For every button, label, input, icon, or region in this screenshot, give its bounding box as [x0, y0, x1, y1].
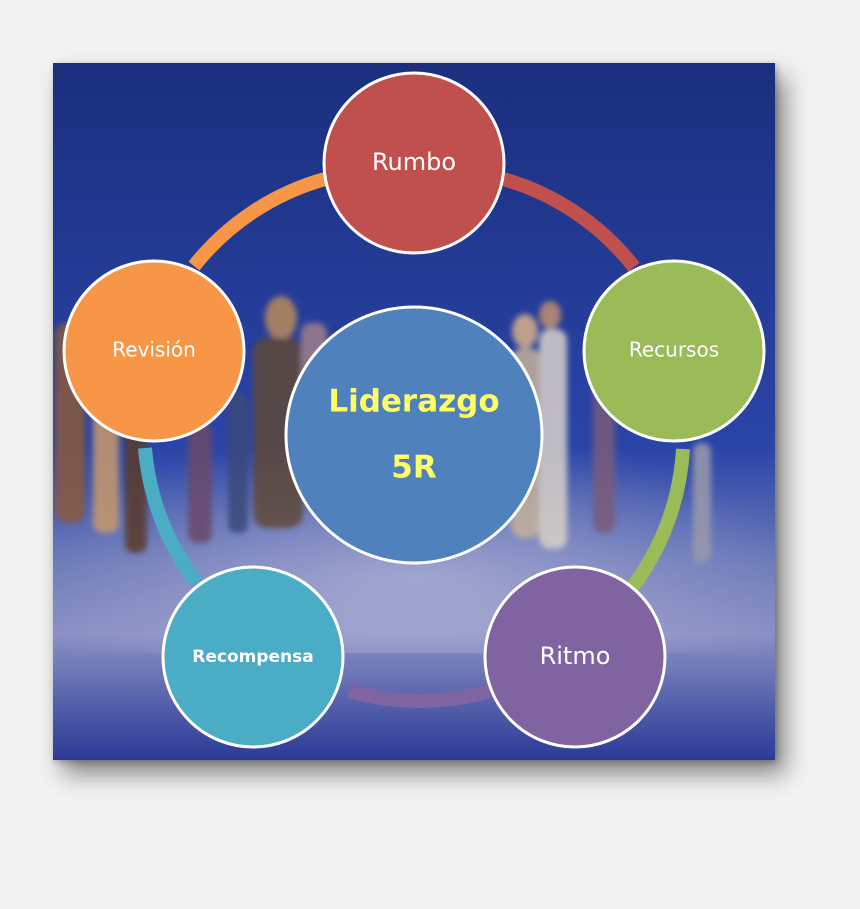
node-rumbo: Rumbo [322, 71, 506, 255]
center-title: Liderazgo [328, 384, 499, 420]
node-revision-label: Revisión [112, 338, 196, 362]
center-node: Liderazgo 5R [284, 305, 544, 565]
cycle-diagram: Liderazgo 5R Rumbo Recursos Ritmo Re [53, 63, 775, 760]
arc-recompensa-revision [138, 447, 203, 588]
node-recursos-label: Recursos [629, 338, 719, 362]
node-rumbo-label: Rumbo [372, 148, 456, 176]
arc-ritmo-recompensa [347, 684, 492, 708]
arc-rumbo-recursos [501, 172, 640, 272]
node-recursos: Recursos [582, 259, 766, 443]
node-ritmo-label: Ritmo [540, 642, 611, 670]
center-subtitle: 5R [391, 450, 437, 486]
node-revision: Revisión [62, 259, 246, 443]
node-recompensa-label: Recompensa [192, 647, 313, 667]
cycle-ring [138, 172, 690, 708]
node-recompensa: Recompensa [161, 565, 345, 749]
node-ritmo: Ritmo [483, 565, 667, 749]
arc-recursos-ritmo [625, 448, 690, 594]
arc-revision-rumbo [188, 172, 327, 271]
diagram-panel: Liderazgo 5R Rumbo Recursos Ritmo Re [53, 63, 775, 760]
